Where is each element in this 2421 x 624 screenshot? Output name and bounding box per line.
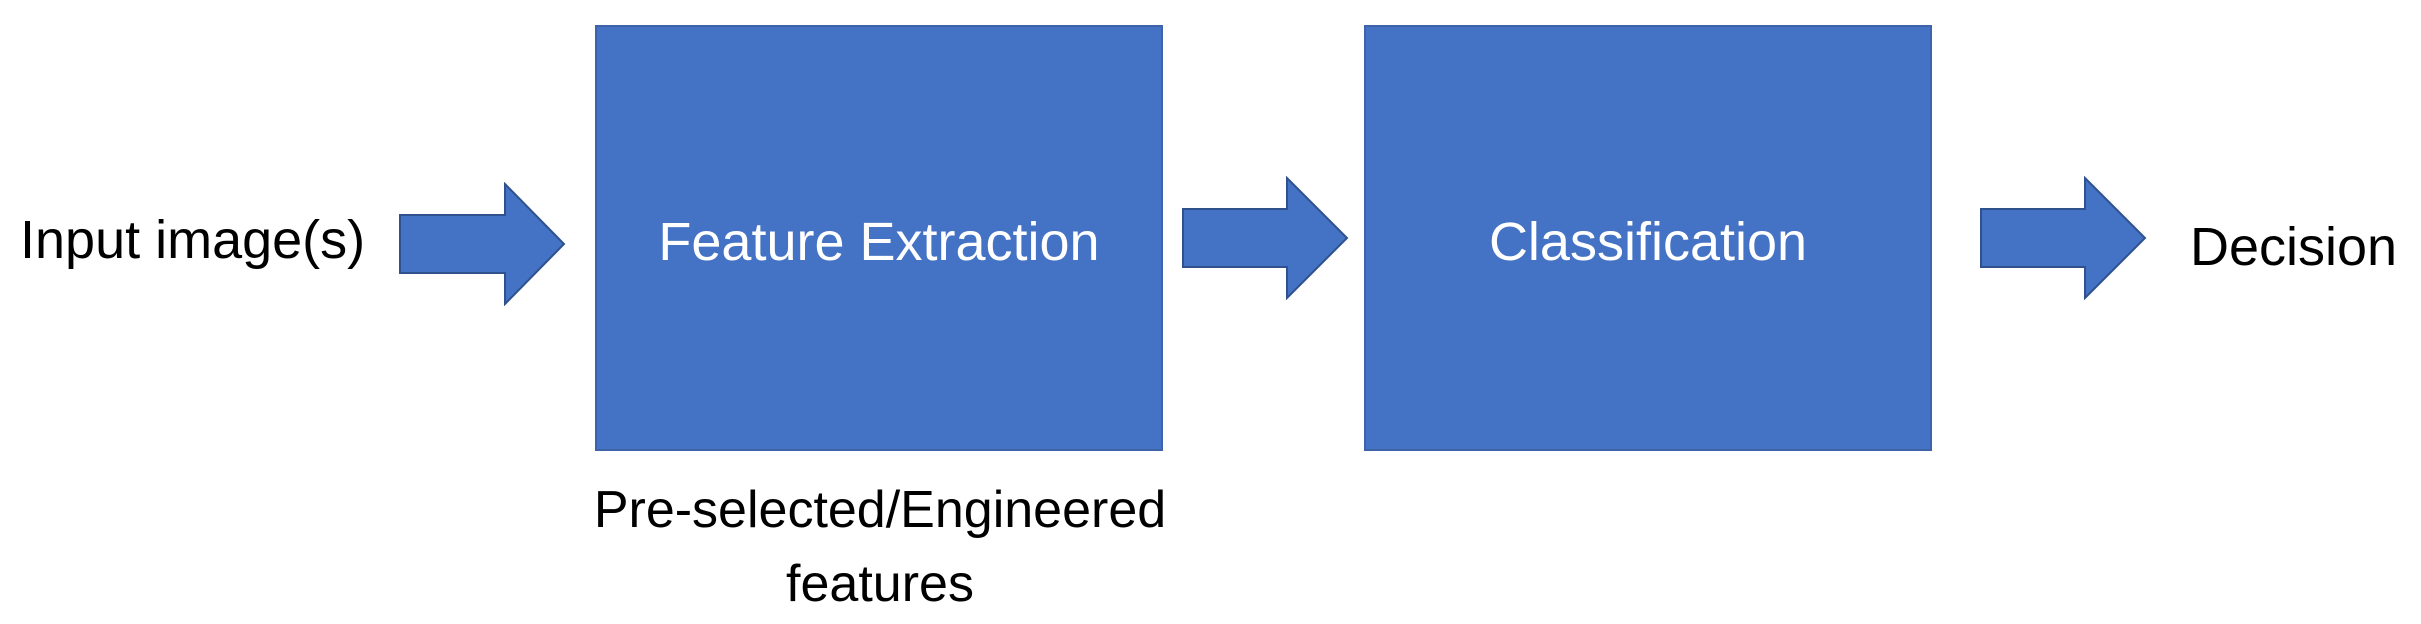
decision-label: Decision	[2190, 217, 2398, 277]
arrow-shape	[1980, 176, 2147, 300]
caption-line-2: features	[786, 555, 974, 613]
arrow-shape	[399, 182, 566, 306]
classification-box: Classification	[1364, 25, 1932, 451]
middle-arrow	[1182, 176, 1349, 300]
feature-extraction-caption: Pre-selected/Engineered features	[580, 473, 1180, 621]
classification-label: Classification	[1488, 212, 1808, 272]
feature-extraction-label: Feature Extraction	[658, 212, 1100, 272]
output-arrow	[1980, 176, 2147, 300]
input-label: Input image(s)	[20, 210, 366, 270]
arrow-shape	[1182, 176, 1349, 300]
caption-line-1: Pre-selected/Engineered	[593, 481, 1167, 539]
feature-extraction-box: Feature Extraction	[595, 25, 1163, 451]
input-arrow	[399, 182, 566, 306]
